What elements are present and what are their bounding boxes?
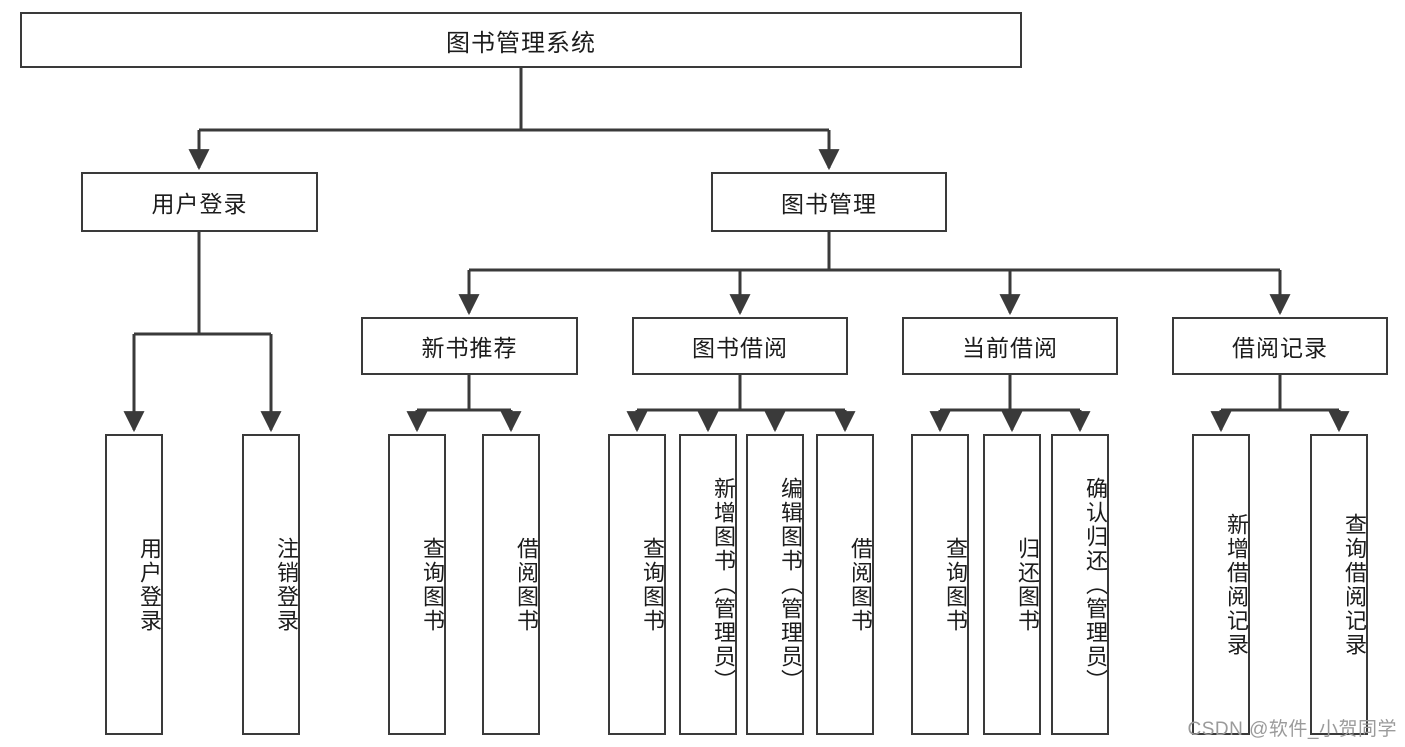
node-label: 编辑图书（管理员）: [778, 476, 803, 693]
node-leaf-query-book-2[interactable]: 查询图书: [608, 434, 666, 735]
node-label: 新增借阅记录: [1224, 512, 1249, 657]
node-label: 归还图书: [1015, 536, 1040, 633]
node-leaf-confirm-return-admin[interactable]: 确认归还（管理员）: [1051, 434, 1109, 735]
node-label: 查询图书: [640, 536, 665, 633]
node-label: 用户登录: [137, 536, 162, 633]
node-borrow-record[interactable]: 借阅记录: [1172, 317, 1388, 375]
node-label: 用户登录: [151, 191, 248, 217]
node-label: 新书推荐: [421, 335, 518, 361]
node-label: 借阅记录: [1232, 335, 1328, 361]
node-label: 当前借阅: [962, 335, 1058, 361]
node-label: 图书借阅: [692, 335, 788, 361]
node-label: 图书管理系统: [446, 29, 596, 57]
node-label: 借阅图书: [514, 536, 539, 633]
node-leaf-edit-book-admin[interactable]: 编辑图书（管理员）: [746, 434, 804, 735]
node-label: 查询图书: [943, 536, 968, 633]
node-leaf-logout[interactable]: 注销登录: [242, 434, 300, 735]
node-user-login[interactable]: 用户登录: [81, 172, 318, 232]
node-leaf-query-borrow-record[interactable]: 查询借阅记录: [1310, 434, 1368, 735]
node-leaf-query-book-1[interactable]: 查询图书: [388, 434, 446, 735]
node-label: 查询借阅记录: [1342, 512, 1367, 657]
node-leaf-user-login[interactable]: 用户登录: [105, 434, 163, 735]
node-label: 新增图书（管理员）: [711, 476, 736, 693]
node-label: 借阅图书: [848, 536, 873, 633]
watermark-text: CSDN @软件_小贺同学: [1187, 719, 1397, 740]
node-label: 查询图书: [420, 536, 445, 633]
node-new-book-recommend[interactable]: 新书推荐: [361, 317, 578, 375]
node-leaf-add-borrow-record[interactable]: 新增借阅记录: [1192, 434, 1250, 735]
node-leaf-borrow-book-2[interactable]: 借阅图书: [816, 434, 874, 735]
node-leaf-borrow-book-1[interactable]: 借阅图书: [482, 434, 540, 735]
node-leaf-query-book-3[interactable]: 查询图书: [911, 434, 969, 735]
node-label: 注销登录: [274, 536, 299, 633]
node-root-system[interactable]: 图书管理系统: [20, 12, 1022, 68]
node-book-management[interactable]: 图书管理: [711, 172, 947, 232]
node-book-borrow[interactable]: 图书借阅: [632, 317, 848, 375]
node-label: 图书管理: [781, 191, 877, 217]
node-current-borrow[interactable]: 当前借阅: [902, 317, 1118, 375]
node-label: 确认归还（管理员）: [1083, 476, 1108, 693]
node-leaf-return-book[interactable]: 归还图书: [983, 434, 1041, 735]
node-leaf-add-book-admin[interactable]: 新增图书（管理员）: [679, 434, 737, 735]
